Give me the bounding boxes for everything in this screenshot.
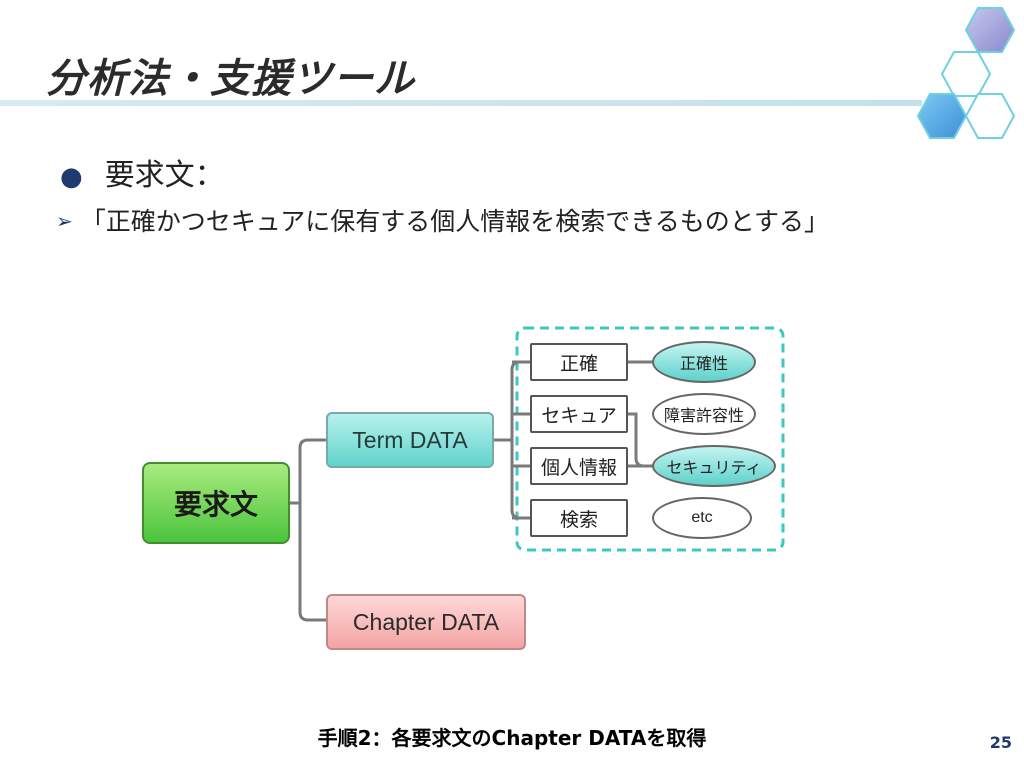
title-divider	[0, 100, 922, 106]
arrow-bullet-icon: ➢	[56, 209, 73, 233]
chapter-data-node: Chapter DATA	[326, 594, 526, 650]
term-leaf-accuracy: 正確	[530, 343, 628, 381]
term-to-leaves-connector	[494, 360, 530, 520]
hexagon-bottom-right	[964, 93, 1016, 139]
term-leaf-search: 検索	[530, 499, 628, 537]
hexagon-decoration	[916, 7, 1016, 139]
term-leaf-personal-info: 個人情報	[530, 447, 628, 485]
attribute-fault-tolerance-oval: 障害許容性	[652, 393, 756, 435]
attribute-security-oval: セキュリティ	[652, 445, 776, 487]
hexagon-bottom-left	[916, 93, 968, 139]
bullet-dot-icon: ●	[60, 162, 83, 192]
term-leaf-secure: セキュア	[530, 395, 628, 433]
term-to-leaves-curves	[510, 360, 521, 520]
secure-to-attribute-connector	[628, 412, 654, 468]
hexagon-top	[964, 7, 1016, 53]
slide-title: 分析法・支援ツール	[46, 56, 415, 102]
root-to-term-connector	[290, 438, 326, 505]
bullet-text: 要求文：	[104, 158, 225, 193]
term-group-dashed-frame	[515, 326, 785, 552]
term-data-node: Term DATA	[326, 412, 494, 468]
root-node: 要求文	[142, 462, 290, 544]
attribute-accuracy-oval: 正確性	[652, 341, 756, 383]
page-number: 25	[989, 733, 1012, 752]
root-to-chapter-connector	[290, 501, 326, 622]
sub-bullet-requirement: ➢ 「正確かつセキュアに保有する個人情報を検索できるものとする」	[56, 202, 829, 238]
bullet-requirement: ● 要求文：	[60, 150, 225, 194]
sub-bullet-text: 「正確かつセキュアに保有する個人情報を検索できるものとする」	[80, 207, 830, 236]
step-caption: 手順2：各要求文のChapter DATAを取得	[317, 726, 707, 750]
attribute-etc-oval: etc	[652, 497, 752, 539]
